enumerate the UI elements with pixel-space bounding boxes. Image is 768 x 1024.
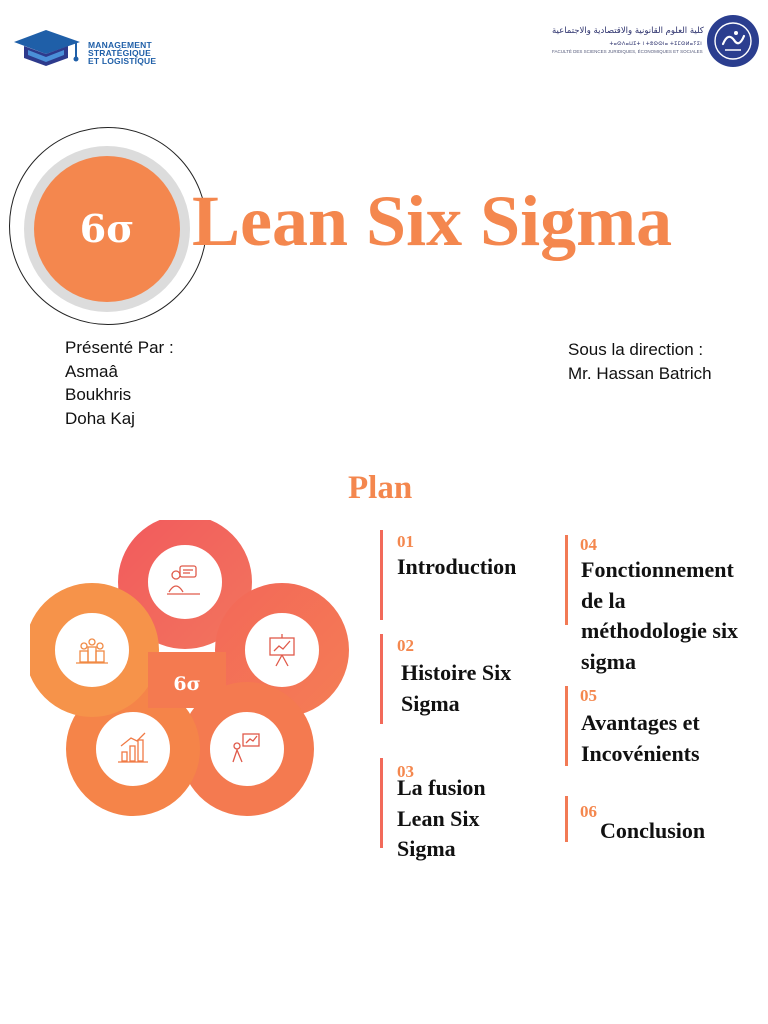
presenter-name: Doha Kaj xyxy=(65,408,135,428)
title-outer-ring xyxy=(9,127,207,325)
plan-item-label: Avantages et Incovénients xyxy=(581,708,700,769)
plan-item-introduction: 01 Introduction xyxy=(380,530,516,620)
plan-item-label: Introduction xyxy=(397,552,516,583)
plan-item-line: Incovénients xyxy=(581,740,700,766)
director-label: Sous la direction : xyxy=(568,340,704,359)
center-sigma-text: 6σ xyxy=(173,673,200,695)
logo-line-1: MANAGEMENT xyxy=(88,40,152,50)
plan-item-number: 01 xyxy=(397,532,414,551)
plan-item-line: Sigma xyxy=(401,690,460,716)
plan-item-number: 04 xyxy=(580,535,597,554)
plan-item-line: Fonctionnement xyxy=(581,557,734,582)
plan-item-histoire: 02 Histoire Six Sigma xyxy=(380,634,511,724)
petal-ring-top xyxy=(118,520,252,649)
team-icon xyxy=(76,638,108,664)
plan-item-line: Lean Six xyxy=(397,805,480,831)
plan-heading: Plan xyxy=(348,470,413,506)
plan-item-label: Histoire Six Sigma xyxy=(401,658,511,719)
plan-item-number: 03 xyxy=(397,762,414,781)
plan-item-line: Histoire Six xyxy=(401,660,512,685)
faculty-name-arabic: كلية العلوم القانونية والاقتصادية والاجت… xyxy=(552,26,704,36)
university-seal-icon xyxy=(707,15,759,67)
plan-item-number: 02 xyxy=(397,636,414,655)
plan-item-line: Conclusion xyxy=(600,818,706,843)
faculty-name-tifinagh: ⵜⴰⵙⴷⴰⵡⵉⵜ ⵏ ⵜⵓⵙⵙⵏⴰ ⵜⵉⵎⵙⵍⴰⵢⵉⵏ xyxy=(609,41,702,47)
presenter-name: Boukhris xyxy=(65,385,132,404)
plan-item-number: 06 xyxy=(580,802,597,821)
plan-item-line: Introduction xyxy=(397,554,517,579)
page-title: Lean Six Sigma xyxy=(192,181,673,261)
plan-item-line: La fusion xyxy=(397,775,486,800)
sigma-logo-text: 6σ xyxy=(79,206,135,251)
presenter-name: Asmaâ xyxy=(65,361,118,381)
plan-flower-diagram: 6σ xyxy=(30,520,349,816)
plan-item-line: Avantages et xyxy=(581,710,700,735)
easel-chart-icon xyxy=(269,634,295,667)
director-name: Mr. Hassan Batrich xyxy=(568,363,712,383)
director-block: Sous la direction : Mr. Hassan Batrich xyxy=(568,338,712,385)
growth-person-icon xyxy=(232,733,260,763)
plan-item-line: sigma xyxy=(581,648,636,674)
plan-item-avantages: 05 Avantages et Incovénients xyxy=(565,686,700,766)
plan-item-fonctionnement: 04 Fonctionnement de la méthodologie six… xyxy=(565,535,738,674)
center-square xyxy=(148,652,226,708)
plan-item-label: La fusion Lean Six Sigma xyxy=(397,773,486,865)
petal-ring-left xyxy=(30,583,159,717)
plan-item-line: méthodologie six xyxy=(581,618,739,643)
logo-line-3: ET LOGISTIQUE xyxy=(88,56,157,66)
plan-item-fusion: 03 La fusion Lean Six Sigma xyxy=(380,758,486,861)
faculty-logo: كلية العلوم القانونية والاقتصادية والاجت… xyxy=(548,14,759,70)
plan-item-line: Sigma xyxy=(397,836,456,861)
presenters-label: Présenté Par : xyxy=(65,338,174,357)
plan-item-label: Fonctionnement de la méthodologie six si… xyxy=(581,555,738,677)
bar-chart-arrow-icon xyxy=(118,732,148,763)
presenter-icon xyxy=(167,565,200,595)
plan-item-number: 05 xyxy=(580,686,597,705)
title-orange-disc xyxy=(34,156,180,302)
plan-item-conclusion: 06 Conclusion xyxy=(565,796,705,843)
plan-item-line: de la xyxy=(581,587,626,613)
plan-item-label: Conclusion xyxy=(600,816,705,847)
management-logo: MANAGEMENT STRATÉGIQUE ET LOGISTIQUE xyxy=(10,24,175,74)
logo-line-2: STRATÉGIQUE xyxy=(88,48,151,58)
presenters-block: Présenté Par : Asmaâ Boukhris Doha Kaj xyxy=(65,336,174,430)
graduation-cap-icon xyxy=(14,30,80,66)
faculty-name-french: FACULTÉ DES SCIENCES JURIDIQUES, ÉCONOMI… xyxy=(552,49,703,54)
